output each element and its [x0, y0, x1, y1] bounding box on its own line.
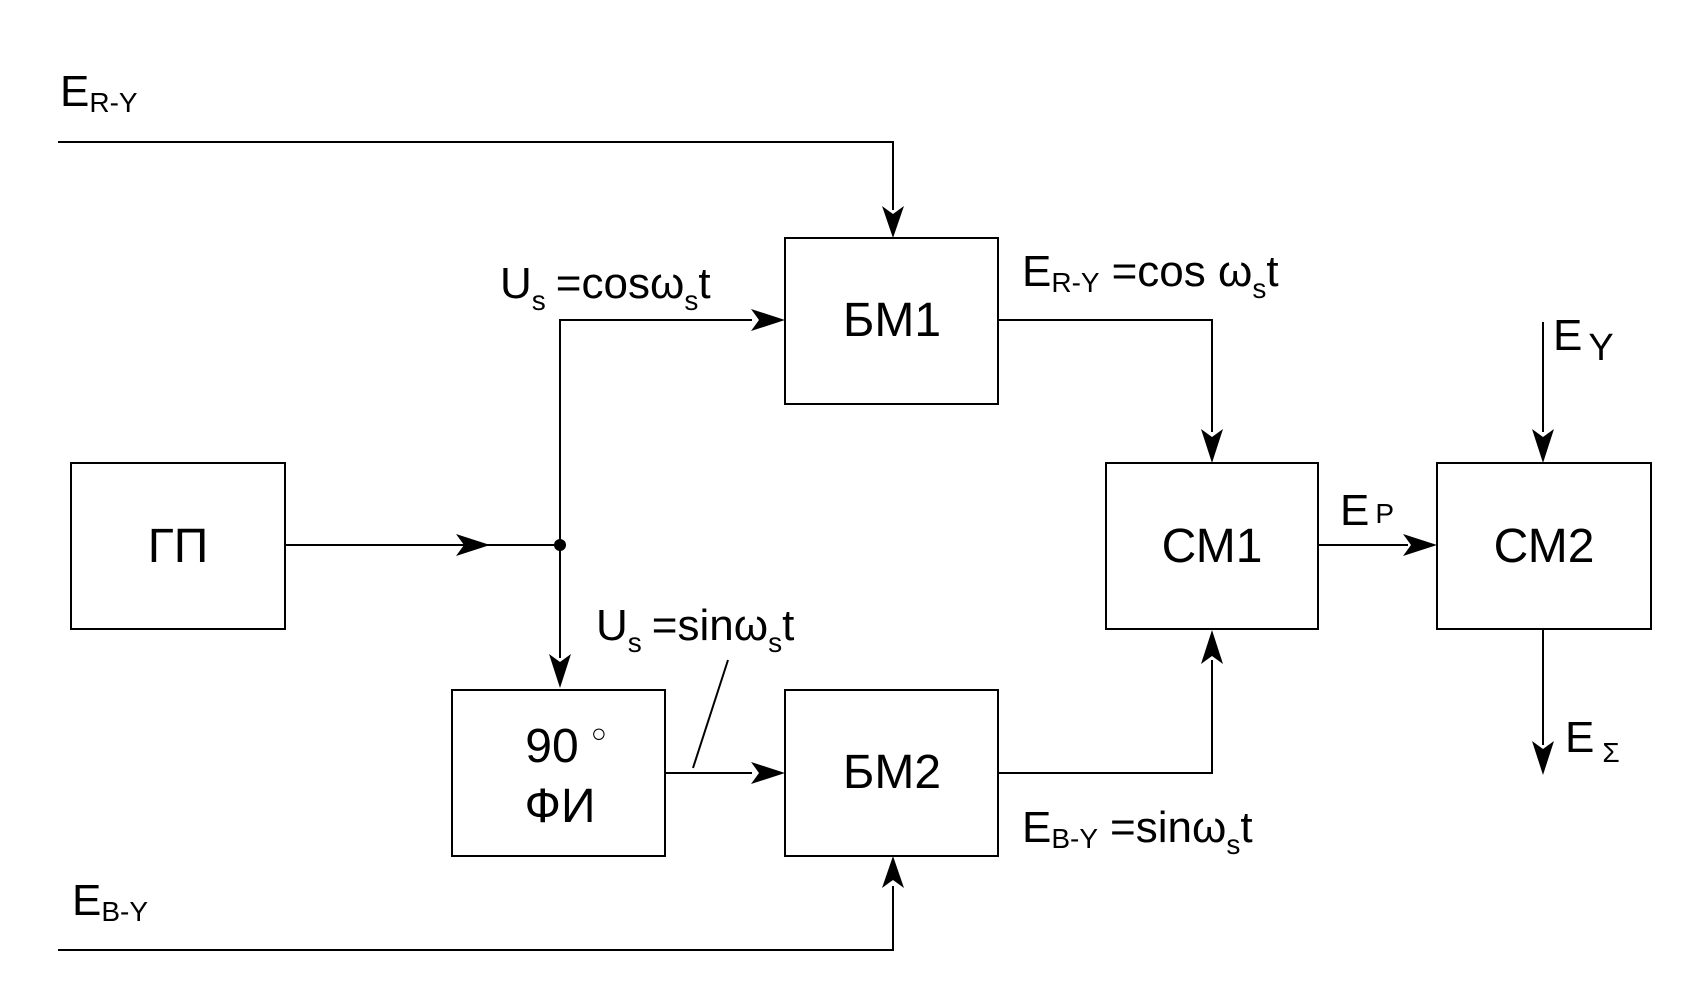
block-bm2-label: БМ2 [843, 746, 941, 799]
line-bm1-to-cm1 [998, 319, 1213, 432]
block-bm2: БМ2 [784, 689, 999, 857]
arrow-into-cm2-left [1403, 534, 1437, 556]
block-cm1: СМ1 [1105, 462, 1319, 630]
label-e-by-output: EB-Y=sinωst [1022, 803, 1253, 860]
block-gp-label: ГП [148, 520, 209, 573]
block-cm2-label: СМ2 [1494, 520, 1595, 573]
block-bm1: БМ1 [784, 237, 999, 405]
line-bm2-to-cm1 [998, 660, 1213, 774]
arrow-into-cm1-bottom [1201, 630, 1223, 664]
label-us-sin: Us=sinωst [596, 601, 794, 658]
label-e-by-input: EB-Y [72, 876, 148, 927]
block-phase-shifter-label: ФИ [525, 780, 596, 833]
line-e-ry-input [58, 141, 894, 210]
arrow-into-cm2-top [1532, 429, 1554, 463]
label-us-cos: Us=cosωst [500, 259, 711, 316]
arrow-into-bm2-left [751, 762, 785, 784]
arrow-into-cm1-top [1201, 429, 1223, 463]
arrow-gp-output [456, 534, 490, 556]
arrow-cm2-output [1532, 741, 1554, 775]
degree-mark: ○ [591, 718, 607, 748]
arrow-into-bm2-bottom [882, 856, 904, 888]
arrow-into-bm1-top [882, 206, 904, 238]
label-e-ry-output: ER-Y=cos ωst [1022, 247, 1279, 304]
arrow-into-phase-shifter [549, 654, 571, 688]
block-phase-shifter: 90 ○ ФИ [451, 689, 666, 857]
leader-line-us-sin [692, 659, 729, 769]
arrow-into-bm1-left [751, 309, 785, 331]
block-bm1-label: БМ1 [843, 294, 941, 347]
line-to-bm1 [559, 319, 752, 545]
label-e-ry-input: ER-Y [60, 67, 138, 118]
block-gp: ГП [70, 462, 286, 630]
block-cm1-label: СМ1 [1162, 520, 1263, 573]
block-cm2: СМ2 [1436, 462, 1652, 630]
line-e-by-input [58, 886, 894, 951]
block-phase-shifter-degrees: 90 [525, 720, 578, 773]
